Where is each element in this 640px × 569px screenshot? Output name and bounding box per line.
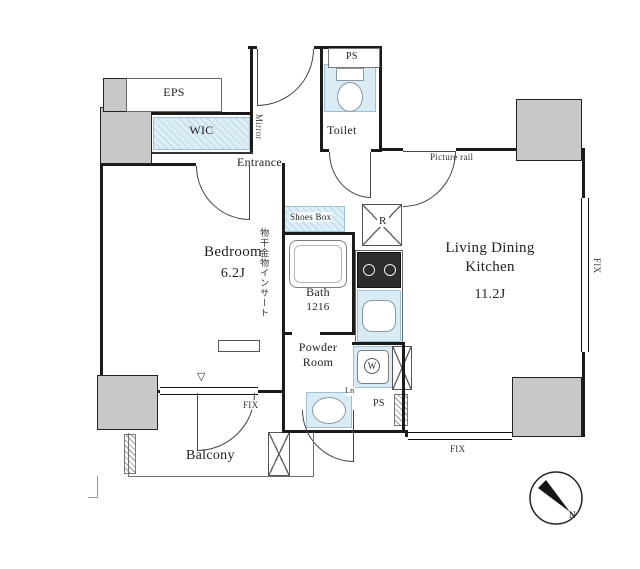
picture-rail-label: Picture rail — [430, 152, 474, 162]
column-bottom-left — [97, 375, 158, 430]
eps-box — [126, 78, 222, 112]
wall-segment — [282, 332, 292, 335]
shoes-box-label: Shoes Box — [289, 212, 333, 223]
balcony-partition — [124, 434, 136, 474]
toilet-bowl-icon — [337, 82, 363, 112]
refrigerator-label: R — [377, 215, 389, 228]
linen-label: Ln — [345, 386, 355, 396]
balcony-edge-right — [313, 433, 314, 477]
wall-segment — [100, 112, 253, 115]
column-top-right — [516, 99, 582, 161]
bathtub-inner — [294, 245, 342, 283]
burner-icon — [363, 264, 375, 276]
site-line — [88, 497, 98, 498]
ldk-label-line1: Living Dining — [445, 240, 535, 256]
north-label: N — [569, 510, 576, 520]
window-ldk-right-fix — [581, 198, 589, 352]
entrance-label: Entrance — [237, 155, 283, 169]
column-eps — [103, 78, 128, 112]
wall-segment — [100, 163, 196, 166]
balcony-hatch-box — [268, 432, 290, 476]
washer-label-circle: W — [364, 358, 380, 374]
ps-top-label: PS — [346, 51, 358, 62]
toilet-tank — [336, 68, 364, 81]
fix-bottom-label: FIX — [450, 444, 466, 454]
wall-segment — [352, 235, 355, 335]
ps-bottom-label: PS — [372, 398, 386, 410]
wic-label: WIC — [153, 123, 250, 137]
wic-text: WIC — [189, 123, 214, 137]
north-compass: N — [528, 470, 584, 526]
kitchen-sink-basin — [362, 300, 396, 332]
mirror-label: Mirror — [254, 114, 265, 140]
wall-segment — [402, 345, 405, 430]
fix-right-label: FIX — [592, 258, 603, 274]
wall-segment — [320, 149, 329, 152]
burner-icon — [384, 264, 396, 276]
wall-segment — [282, 163, 285, 433]
wall-segment — [371, 149, 382, 152]
wall-segment — [320, 46, 323, 152]
bath-label: Bath — [306, 285, 330, 299]
window-ldk-bottom-fix — [408, 432, 512, 440]
eps-label: EPS — [126, 85, 222, 99]
level-marker: ▽ — [197, 371, 206, 383]
wic-closet-area — [153, 117, 250, 150]
bedroom-shelf — [218, 340, 260, 352]
toilet-label: Toilet — [327, 123, 357, 137]
door-arc-powder-room — [302, 410, 354, 462]
fix-bedroom-label: FIX — [243, 400, 259, 411]
column-bottom-right — [512, 377, 582, 437]
door-arc-bedroom — [196, 166, 250, 220]
washer-text: W — [367, 361, 377, 371]
powder-room-label-line1: Powder — [298, 340, 338, 354]
pipe-space-bottom — [394, 394, 408, 426]
wall-segment — [352, 342, 405, 345]
wall-segment — [320, 332, 355, 335]
ldk-size-label: 11.2J — [474, 287, 506, 302]
ldk-label-line2: Kitchen — [465, 259, 515, 275]
wall-segment — [100, 112, 103, 393]
wall-segment — [379, 46, 382, 151]
balcony-edge-bottom — [128, 476, 314, 477]
door-arc-entrance — [257, 49, 314, 106]
wall-segment — [282, 232, 355, 235]
eps-text: EPS — [163, 85, 185, 99]
bath-size-label: 1216 — [306, 301, 330, 313]
wall-segment — [405, 430, 408, 437]
column-top-left — [100, 107, 152, 164]
wall-segment — [314, 46, 382, 49]
stove-icon — [357, 252, 401, 288]
door-arc-toilet — [329, 152, 371, 198]
laundry-hardware-label: 物干金物インサート — [259, 228, 270, 318]
pipe-space-top-box — [328, 48, 380, 68]
wall-segment — [100, 152, 253, 154]
balcony-edge-left — [128, 433, 129, 477]
balcony-label: Balcony — [186, 448, 235, 463]
bedroom-label: Bedroom — [204, 244, 262, 260]
compass-icon — [529, 471, 583, 525]
wall-segment — [250, 46, 253, 154]
site-line — [97, 476, 98, 498]
powder-room-label-line2: Room — [302, 355, 334, 369]
wall-segment — [379, 148, 403, 151]
bedroom-size-label: 6.2J — [220, 266, 246, 281]
